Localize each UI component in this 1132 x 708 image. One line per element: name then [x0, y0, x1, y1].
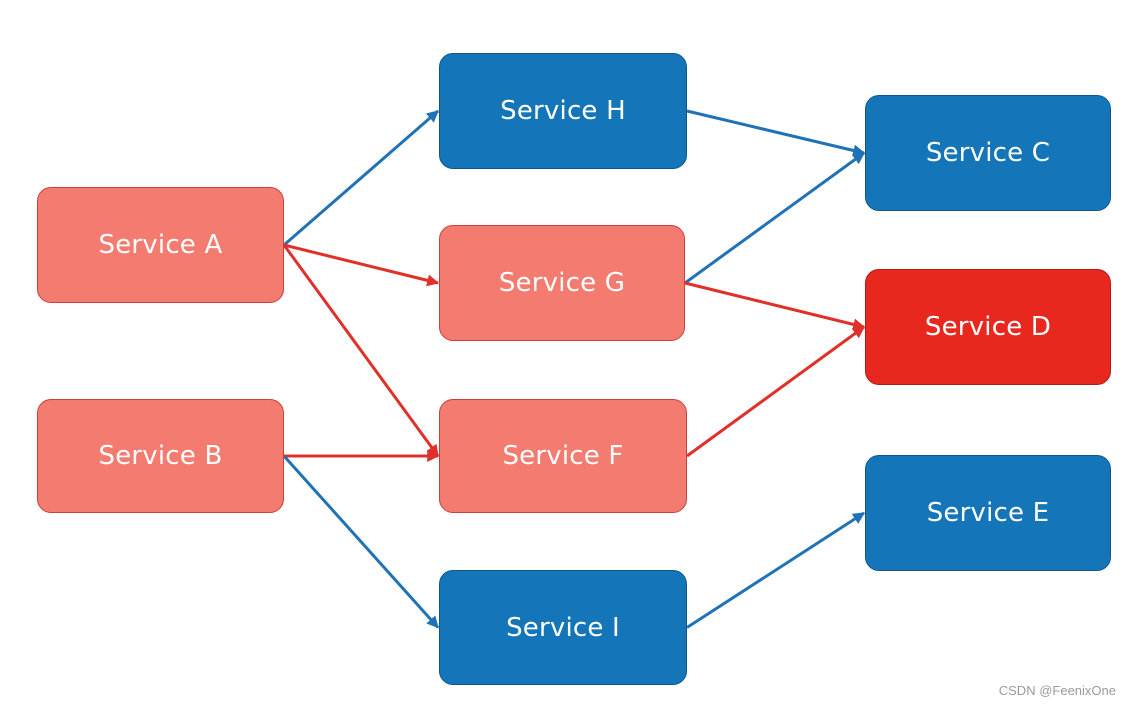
- edge-i-to-e: [686, 511, 866, 629]
- node-service-h: Service H: [439, 53, 687, 169]
- edge-h-to-c: [686, 109, 866, 157]
- edge-f-to-d: [686, 325, 865, 458]
- node-label: Service E: [926, 498, 1050, 528]
- node-label: Service A: [98, 230, 223, 260]
- node-service-f: Service F: [439, 399, 687, 513]
- node-label: Service F: [502, 441, 624, 471]
- node-label: Service H: [500, 96, 626, 126]
- node-service-i: Service I: [439, 570, 687, 685]
- edge-g-to-c: [684, 151, 865, 285]
- edge-a-to-g: [283, 243, 440, 287]
- node-service-d: Service D: [865, 269, 1111, 385]
- watermark: CSDN @FeenixOne: [998, 683, 1116, 698]
- edge-g-to-d: [684, 281, 866, 331]
- node-service-a: Service A: [37, 187, 284, 303]
- node-label: Service D: [924, 312, 1052, 342]
- node-label: Service C: [925, 138, 1051, 168]
- node-service-e: Service E: [865, 455, 1111, 571]
- node-label: Service G: [498, 268, 626, 298]
- node-service-b: Service B: [37, 399, 284, 513]
- node-service-c: Service C: [865, 95, 1111, 211]
- node-label: Service B: [98, 441, 223, 471]
- edge-a-to-h: [283, 109, 439, 247]
- node-label: Service I: [506, 612, 620, 643]
- edge-a-to-f: [282, 244, 440, 457]
- edge-b-to-i: [282, 454, 440, 629]
- node-service-g: Service G: [439, 225, 685, 341]
